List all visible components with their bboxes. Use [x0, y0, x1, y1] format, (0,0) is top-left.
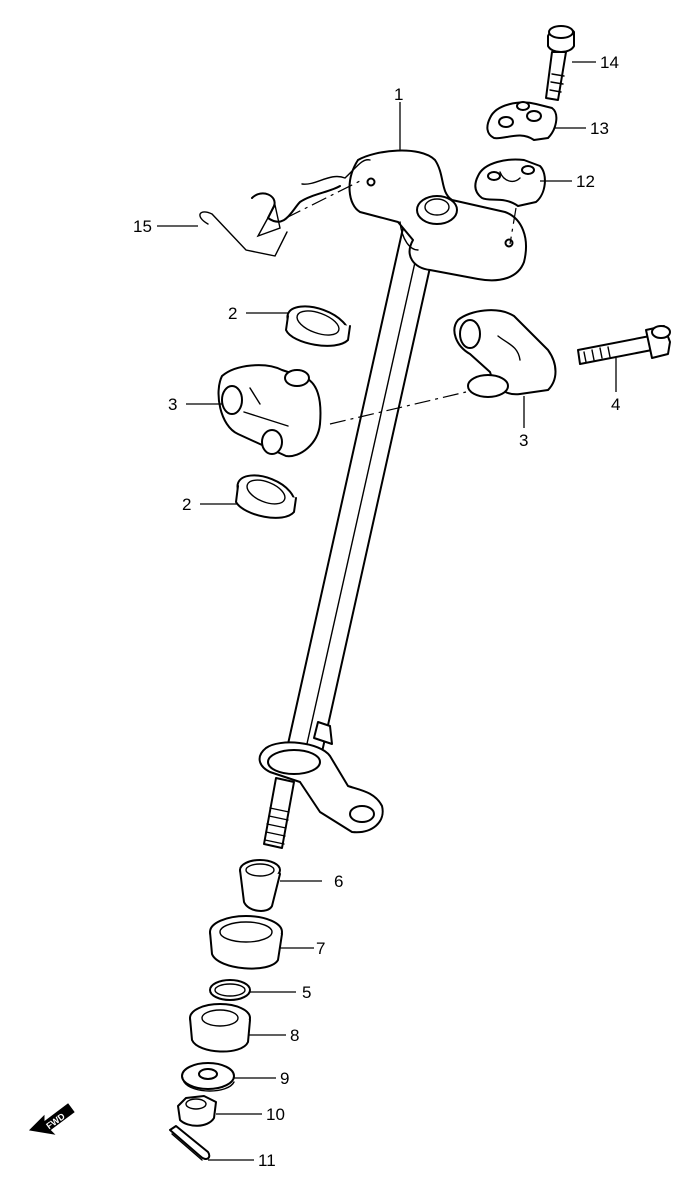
callout-5: 5 — [302, 983, 311, 1002]
handlebar-clamp-cap-part-13[interactable] — [486, 101, 558, 141]
castle-nut-part-10[interactable] — [177, 1095, 217, 1127]
shaft-holder-part-3-left[interactable] — [217, 364, 322, 458]
callout-12: 12 — [576, 172, 595, 191]
callout-11: 11 — [258, 1151, 276, 1170]
shaft-holder-part-3-right[interactable] — [453, 309, 557, 398]
callout-10: 10 — [266, 1105, 285, 1124]
bearing-cup-part-8[interactable] — [189, 1003, 251, 1053]
callout-14: 14 — [600, 53, 619, 72]
retainer-clip-part-15[interactable] — [199, 159, 371, 257]
leader-lines — [157, 61, 617, 1161]
cotter-pin-part-11[interactable] — [169, 1125, 211, 1161]
callout-7: 7 — [316, 939, 325, 958]
washer-part-9[interactable] — [181, 1062, 235, 1092]
fwd-arrow-icon: FWD — [28, 1103, 75, 1135]
steering-shaft-part-1[interactable] — [258, 149, 527, 849]
centerline-clip — [285, 179, 363, 219]
bolt-part-14[interactable] — [545, 25, 575, 101]
callout-9: 9 — [280, 1069, 289, 1088]
callout-labels: 1 2 3 3 4 2 14 13 12 15 6 7 5 8 9 10 11 — [133, 53, 620, 1170]
callout-1: 1 — [394, 85, 403, 104]
callout-8: 8 — [290, 1026, 299, 1045]
callout-15: 15 — [133, 217, 152, 236]
callout-4: 4 — [611, 395, 620, 414]
callout-2-upper: 2 — [228, 304, 237, 323]
callout-3-left: 3 — [168, 395, 177, 414]
handlebar-clamp-base-part-12[interactable] — [474, 158, 546, 207]
centerline-clamp — [509, 207, 517, 245]
o-ring-part-5[interactable] — [209, 979, 251, 1001]
callout-3-right: 3 — [519, 431, 528, 450]
bushing-part-2-upper[interactable] — [282, 299, 353, 351]
bushing-part-2-lower[interactable] — [232, 468, 300, 520]
seal-holder-part-7[interactable] — [209, 915, 283, 970]
bush-part-6[interactable] — [239, 859, 281, 912]
callout-2-lower: 2 — [182, 495, 191, 514]
bolt-part-4[interactable] — [577, 325, 671, 365]
centerline-holders — [329, 391, 467, 425]
callout-6: 6 — [334, 872, 343, 891]
callout-13: 13 — [590, 119, 609, 138]
